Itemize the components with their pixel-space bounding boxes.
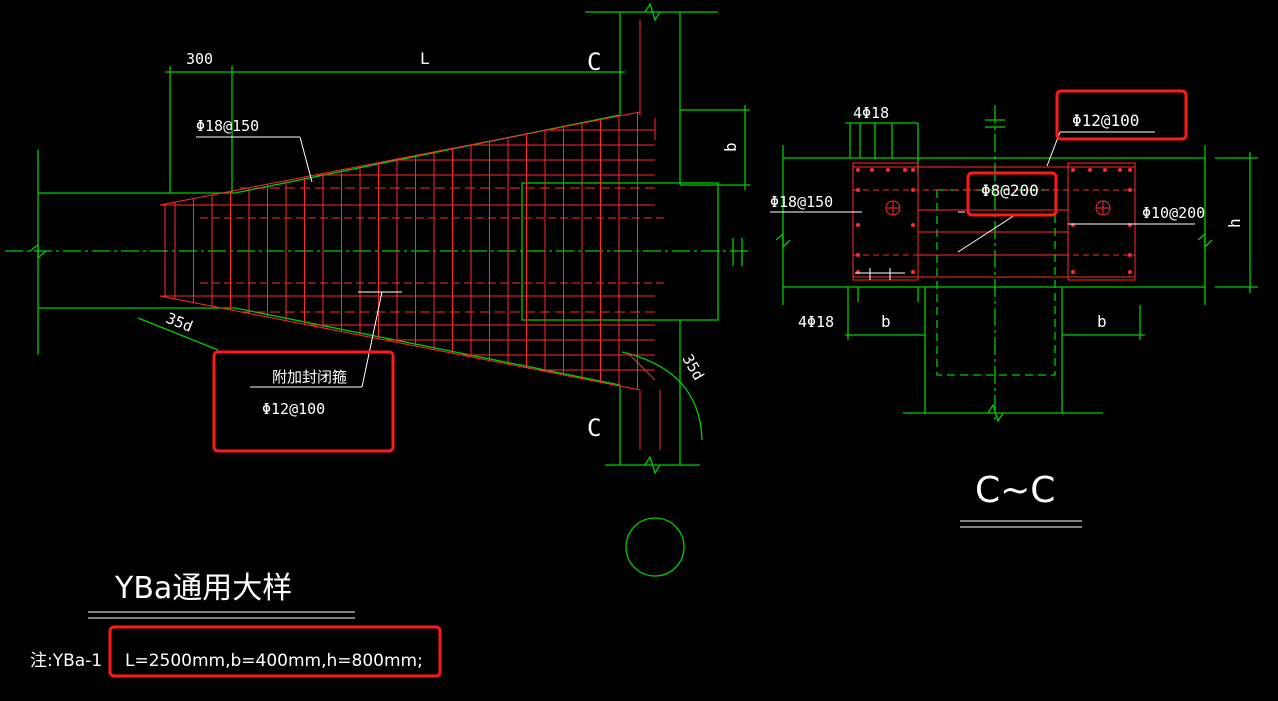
section-bottom-bars-label: 4Φ18 [798, 313, 834, 331]
section-rebar [852, 162, 1136, 281]
section-view: 4Φ18 4Φ18 Φ18@150 Φ10@200 Φ12@100 Φ8@200… [770, 89, 1258, 528]
stirrup-note-label: 附加封闭箍 [272, 368, 347, 386]
section-inner-stirrup-label: Φ8@200 [981, 181, 1039, 200]
section-dim-h: h [1225, 218, 1244, 228]
section-mark-bottom: C [587, 414, 601, 442]
highlight-box-note [108, 625, 442, 678]
section-title: C~C [975, 470, 1055, 511]
section-stirrup-label: Φ12@100 [1072, 111, 1139, 130]
rebar-cage [159, 20, 665, 450]
highlight-box-section-stirrup [1055, 89, 1188, 141]
footer: YBa通用大样 注:YBa-1 L=2500mm,b=400mm,h=800mm… [30, 571, 442, 678]
stirrup-lines [174, 112, 638, 390]
leader-lines [196, 136, 402, 388]
section-bar-dots [856, 168, 1132, 274]
anchor-right-label: 35d [679, 351, 708, 383]
dim-300-label: 300 [186, 50, 213, 68]
highlight-box-stirrup [212, 350, 395, 453]
note-values: L=2500mm,b=400mm,h=800mm; [125, 651, 423, 671]
drawing-title: YBa通用大样 [114, 571, 292, 606]
elevation-view: 300 L C C b Φ18@150 35d 35d 附加封闭箍 Φ12@10… [5, 2, 750, 577]
section-mark-top: C [587, 48, 601, 76]
beam-outline [5, 2, 750, 577]
anchor-left-label: 35d [164, 309, 196, 336]
note-prefix: 注:YBa-1 [30, 651, 102, 671]
section-side-left-label: Φ18@150 [770, 193, 833, 211]
section-top-bars-label: 4Φ18 [853, 104, 889, 122]
highlight-box-inner-stirrup [966, 171, 1058, 217]
section-leaders [770, 131, 1195, 280]
section-dim-b-left: b [881, 312, 891, 331]
rebar-top-label: Φ18@150 [196, 117, 259, 135]
stirrup-spec-label: Φ12@100 [262, 400, 325, 418]
section-side-right-label: Φ10@200 [1142, 204, 1205, 222]
dim-L-label: L [420, 49, 430, 68]
section-dim-b-right: b [1097, 312, 1107, 331]
dim-b-label: b [721, 142, 740, 152]
haunch-horizontal-bars [308, 129, 655, 371]
section-outline [775, 105, 1258, 423]
